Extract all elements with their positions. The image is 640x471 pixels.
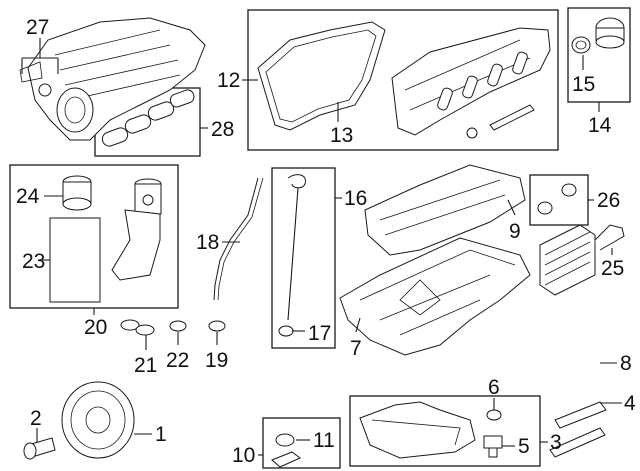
seal-ring-22 [169,320,187,332]
filler-cap-seal [571,36,591,54]
dipstick-o-ring [278,325,294,337]
callout-15: 15 [572,73,595,96]
oil-cooler [539,224,625,296]
callout-11: 11 [313,429,335,452]
oil-filter-housing [111,178,162,281]
dipstick [287,174,306,321]
callout-26: 26 [597,189,620,212]
callout-4: 4 [624,392,636,415]
callout-2: 2 [30,407,42,430]
group-box-16 [271,167,336,349]
oil-drain-valve [271,451,301,468]
upper-oil-pan [339,237,531,356]
callout-19: 19 [205,349,228,372]
callout-22: 22 [166,349,189,372]
sealant-tube-8 [549,427,606,458]
callout-12: 12 [217,69,240,92]
seal-rings-21 [120,319,155,336]
callout-7: 7 [350,337,362,360]
callout-10: 10 [232,444,255,467]
intake-manifold [19,17,206,141]
callout-18: 18 [196,231,219,254]
callout-1: 1 [155,423,167,446]
dipstick-tube-inner [217,177,264,301]
cooler-gaskets [537,183,577,215]
crankshaft-pulley [61,381,135,459]
callout-25: 25 [601,257,624,280]
drain-plug [483,435,503,458]
group-box-26 [529,174,589,226]
callout-21: 21 [134,354,157,377]
valve-cover-gasket [257,21,386,131]
callout-5: 5 [518,435,530,458]
oil-pan-baffle [364,164,526,256]
group-box-3 [349,395,541,467]
group-box-10 [262,417,341,469]
callout-27: 27 [26,16,49,39]
callout-14: 14 [588,114,612,137]
callout-9: 9 [509,220,521,243]
filter-inner-box [49,217,101,303]
intake-gaskets [101,89,195,147]
leader-27 [21,38,59,74]
oil-filter-cap [62,175,92,211]
leader-9 [507,199,516,216]
pulley-bolt [23,437,56,460]
valve-cover [391,27,551,139]
callout-3: 3 [550,431,562,454]
callout-24: 24 [16,185,40,208]
callout-8: 8 [620,352,632,375]
callout-23: 23 [22,250,45,273]
seal-ring-19 [208,320,226,332]
callout-16: 16 [344,187,367,210]
lower-oil-pan [359,401,476,459]
callout-20: 20 [84,316,107,339]
sealant-tube-4 [554,401,607,429]
callout-6: 6 [488,376,500,399]
leader-7 [355,317,361,333]
callout-17: 17 [308,322,331,345]
drain-plug-washer [486,409,502,421]
callout-13: 13 [330,124,353,147]
seal-ring-11 [275,433,295,447]
callout-28: 28 [211,118,234,141]
oil-filler-cap [595,17,625,49]
